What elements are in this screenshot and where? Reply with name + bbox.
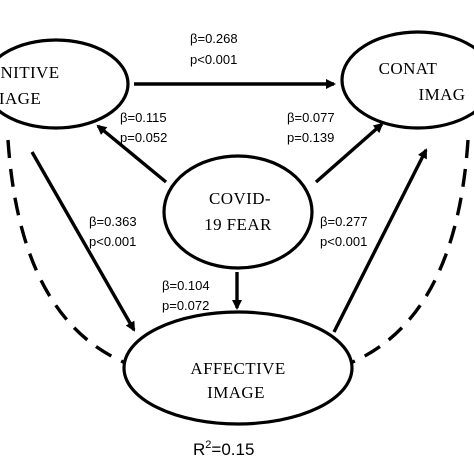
arrow-cognitive-to-affective	[30, 151, 136, 332]
arrow-affective-to-conative	[332, 148, 428, 333]
label-cognitive-affective-beta: β=0.363	[89, 214, 137, 229]
label-covid-conative-p: p=0.139	[287, 130, 334, 145]
r-squared-r: R	[193, 440, 205, 459]
label-covid-cognitive-p: p=0.052	[120, 130, 167, 145]
label-cognitive-conative-beta: β=0.268	[190, 31, 238, 46]
label-affective-conative-beta: β=0.277	[320, 214, 368, 229]
node-covid-line2: 19 FEAR	[204, 215, 272, 234]
node-covid-fear: COVID- 19 FEAR	[162, 154, 314, 270]
node-conative-line2: IMAG	[419, 85, 466, 104]
label-cognitive-affective-p: p<0.001	[89, 234, 136, 249]
label-cognitive-conative-p: p<0.001	[190, 52, 237, 67]
dashed-curve-right	[347, 139, 470, 366]
label-covid-affective-p: p=0.072	[162, 298, 209, 313]
label-affective-conative-p: p<0.001	[320, 234, 367, 249]
label-covid-affective-beta: β=0.104	[162, 278, 210, 293]
node-affective-line1: AFFECTIVE	[190, 359, 285, 378]
node-conative-line1: CONAT	[379, 59, 438, 78]
arrow-covid-to-cognitive	[96, 124, 168, 184]
node-cognitive-line2: IAGE	[0, 89, 41, 108]
node-affective-line2: IMAGE	[207, 383, 265, 402]
arrow-covid-to-conative	[314, 122, 384, 184]
r-squared-label: R2=0.15	[193, 439, 254, 459]
node-conative-image: CONAT IMAG	[340, 30, 474, 130]
dashed-curve-left	[6, 139, 129, 366]
r-squared-value: =0.15	[211, 440, 254, 459]
node-cognitive-line1: NITIVE	[0, 63, 59, 82]
node-affective-image: AFFECTIVE IMAGE	[122, 310, 354, 426]
node-cognitive-image: NITIVE IAGE	[0, 38, 130, 130]
node-covid-line1: COVID-	[209, 189, 271, 208]
label-covid-conative-beta: β=0.077	[287, 110, 335, 125]
r-squared-superscript: 2	[205, 439, 211, 451]
label-covid-cognitive-beta: β=0.115	[120, 110, 167, 125]
